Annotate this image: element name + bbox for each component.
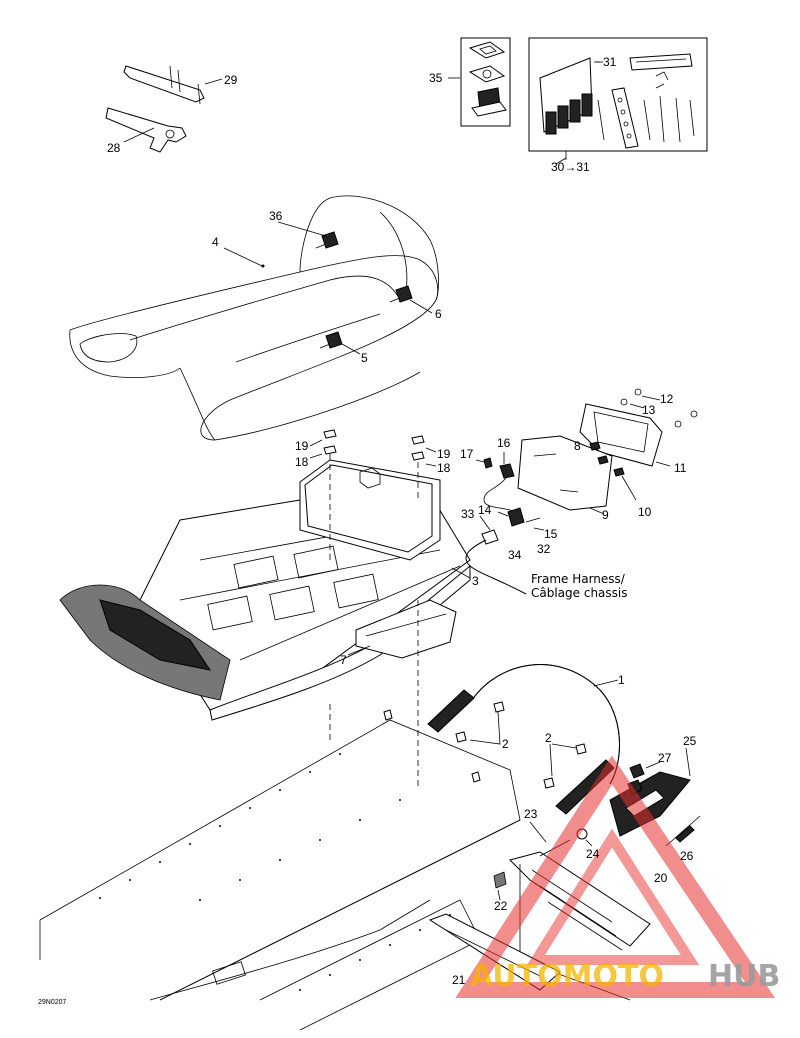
callout-36: 36 <box>269 209 283 223</box>
callout-23: 23 <box>524 807 538 821</box>
callout-10: 10 <box>638 505 652 519</box>
bulb-socket-16-17 <box>475 452 519 515</box>
callout-8: 8 <box>574 439 581 453</box>
frame-tray-3 <box>59 459 471 721</box>
callout-2-upper: 2 <box>545 731 552 745</box>
spring-26 <box>665 815 701 847</box>
taillight-bracket-9 <box>517 435 613 515</box>
callout-29: 29 <box>224 73 238 87</box>
callout-18-right: 18 <box>437 461 451 475</box>
callout-14: 14 <box>478 503 492 517</box>
fastener-19-18-right <box>411 435 437 500</box>
tool-29 <box>123 65 223 105</box>
callout-28: 28 <box>107 141 121 155</box>
callout-11: 11 <box>674 461 687 475</box>
callout-9: 9 <box>602 508 609 522</box>
connector-14-15-32-33-34 <box>465 507 545 595</box>
fastener-19-18-left <box>309 429 337 560</box>
callout-2-lower: 2 <box>502 737 509 751</box>
callout-17: 17 <box>460 447 474 461</box>
taillight-housing-11 <box>579 403 671 467</box>
tool-28 <box>105 107 187 153</box>
callout-25: 25 <box>683 734 697 748</box>
callout-20: 20 <box>654 871 668 885</box>
callout-30-31: 30→31 <box>551 160 590 174</box>
callout-34: 34 <box>508 548 522 562</box>
skid-plate-7 <box>355 599 457 659</box>
callout-7: 7 <box>340 653 347 667</box>
watermark-logo <box>455 755 776 998</box>
bolts-2 <box>455 701 587 789</box>
grab-bar-1 <box>427 664 620 815</box>
callout-19-left: 19 <box>295 439 309 453</box>
seat-4 <box>69 195 439 441</box>
callout-33: 33 <box>461 507 475 521</box>
callout-21: 21 <box>452 973 466 987</box>
callout-1: 1 <box>618 673 625 687</box>
seat-fastener-5 <box>319 331 343 349</box>
seat-fastener-6 <box>389 285 413 303</box>
callout-24: 24 <box>586 847 600 861</box>
callout-26: 26 <box>680 849 694 863</box>
callout-22: 22 <box>494 899 508 913</box>
tool-kit-box-30-31 <box>528 37 708 160</box>
callout-16: 16 <box>497 436 511 450</box>
callout-31: 31 <box>603 55 617 69</box>
watermark-text-automoto: AUTOMOTO <box>470 959 664 994</box>
callout-5: 5 <box>361 351 368 365</box>
callout-19-right: 19 <box>437 447 451 461</box>
callout-35: 35 <box>429 71 443 85</box>
callout-32: 32 <box>537 542 551 556</box>
screws-12-13 <box>620 388 698 428</box>
frame-harness-label-en: Frame Harness/ <box>531 572 626 586</box>
callout-13: 13 <box>642 403 656 417</box>
callout-6: 6 <box>435 307 442 321</box>
tunnel <box>39 600 521 1031</box>
watermark-text-hub: HUB <box>708 959 780 994</box>
callout-27: 27 <box>658 751 672 765</box>
callout-4: 4 <box>212 235 219 249</box>
callout-18-left: 18 <box>295 455 309 469</box>
frame-harness-label-fr: Câblage chassis <box>531 586 628 600</box>
callout-3: 3 <box>472 574 479 588</box>
callout-12: 12 <box>660 392 674 406</box>
callout-15: 15 <box>544 527 558 541</box>
gasket-kit-box-35 <box>448 37 511 127</box>
drawing-code: 29N0207 <box>38 999 67 1006</box>
screws-8-10 <box>589 441 637 501</box>
